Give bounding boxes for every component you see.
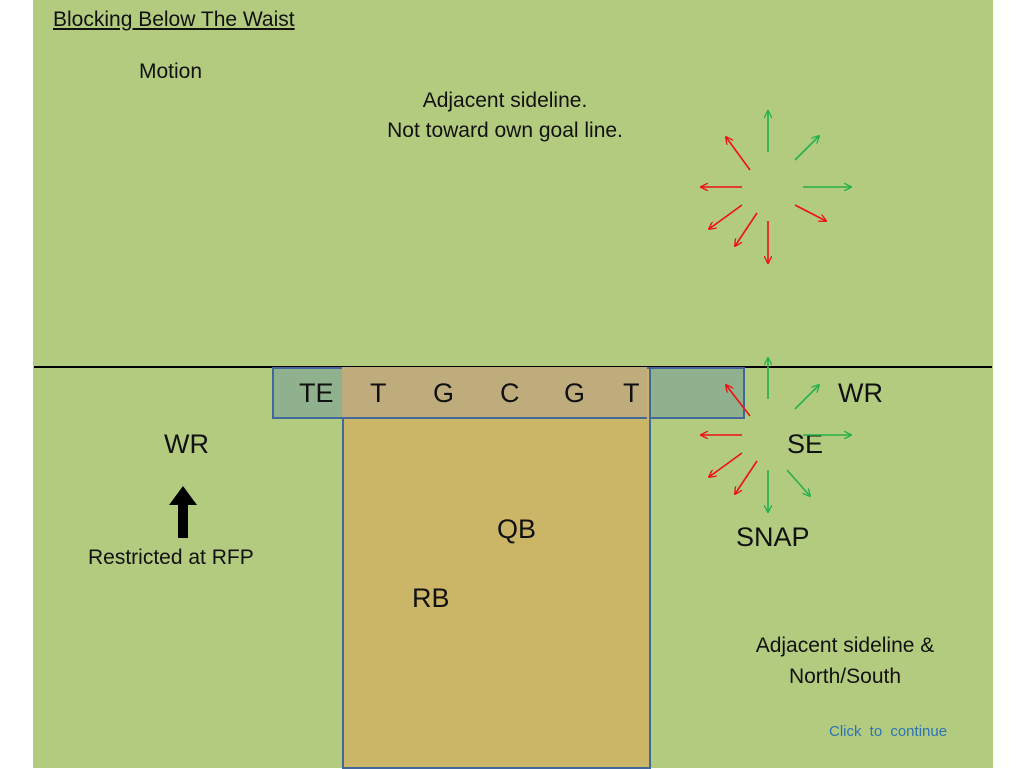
player-te: TE <box>299 378 334 408</box>
slide-title: Blocking Below The Waist <box>53 8 295 31</box>
red-arrow-icon <box>709 452 743 477</box>
up-arrow-icon <box>169 486 197 538</box>
motion-direction-compass <box>701 111 851 263</box>
green-arrow-icon <box>786 469 810 496</box>
player-wr-right: WR <box>838 378 883 408</box>
player-wr-left: WR <box>164 429 209 459</box>
snap-label: SNAP <box>736 522 810 552</box>
red-arrow-icon <box>709 204 743 229</box>
player-left-guard: G <box>433 378 455 408</box>
adjacent-top-line-2: Not toward own goal line. <box>387 119 623 142</box>
red-arrow-icon <box>726 385 751 417</box>
red-arrow-icon <box>735 212 758 246</box>
player-se: SE <box>787 429 824 459</box>
player-right-tackle: T <box>623 378 640 408</box>
red-arrow-icon <box>726 137 751 171</box>
motion-label: Motion <box>139 60 203 83</box>
continue-link[interactable]: Click to continue <box>829 723 948 740</box>
adjacent-sideline-note-bottom: Adjacent sideline & North/South <box>735 630 955 692</box>
green-arrow-icon <box>794 385 819 410</box>
player-rb: RB <box>412 583 450 613</box>
player-right-guard: G <box>564 378 586 408</box>
restricted-label: Restricted at RFP <box>88 546 254 569</box>
offensive-line-band <box>342 367 647 419</box>
red-arrow-icon <box>735 460 758 494</box>
red-arrow-icon <box>794 204 826 221</box>
player-center: C <box>500 378 520 408</box>
adjacent-sideline-note-top: Adjacent sideline. Not toward own goal l… <box>355 86 655 146</box>
green-arrow-icon <box>794 136 819 161</box>
adjacent-bottom-line-2: North/South <box>788 665 902 688</box>
snap-direction-compass <box>701 358 851 512</box>
adjacent-bottom-line-1: Adjacent sideline & <box>755 634 935 657</box>
player-qb: QB <box>497 514 537 544</box>
adjacent-top-line-1: Adjacent sideline. <box>422 89 588 112</box>
player-left-tackle: T <box>370 378 387 408</box>
